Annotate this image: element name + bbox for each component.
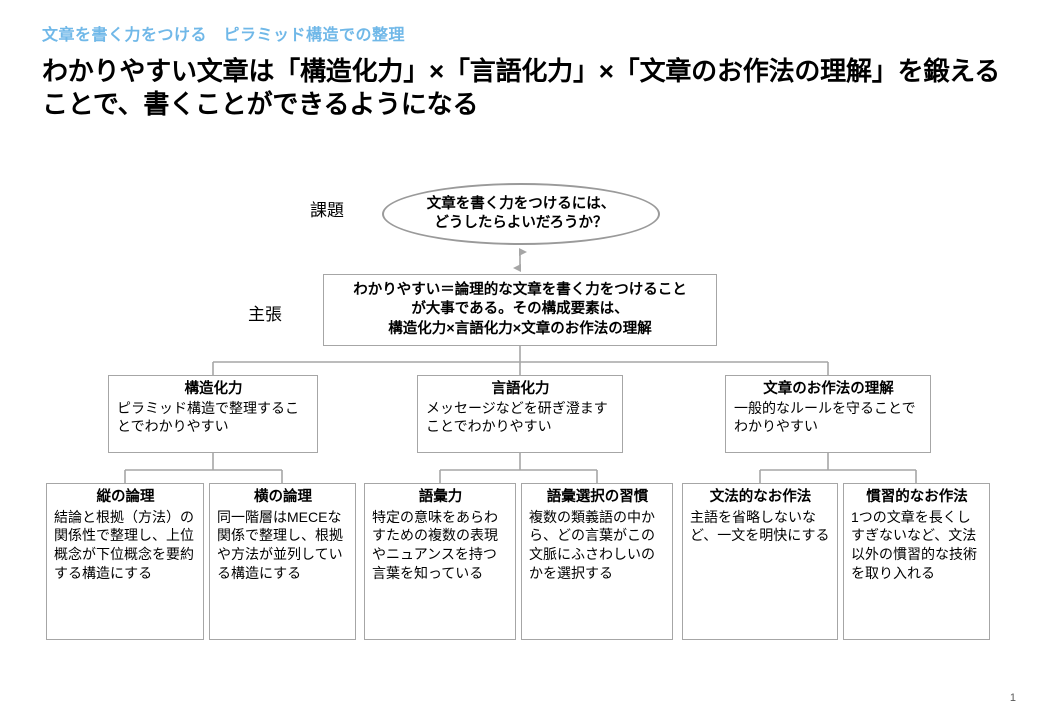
- tier-label-claim: 主張: [248, 305, 282, 324]
- leaf-title: 慣習的なお作法: [866, 489, 968, 505]
- leaf-box-horizontal-logic[interactable]: 横の論理 同一階層はMECEな関係で整理し、根拠や方法が並列している構造にする: [209, 483, 356, 640]
- claim-box[interactable]: わかりやすい＝論理的な文章を書く力をつけること が大事である。その構成要素は、 …: [323, 274, 717, 346]
- leaf-title: 文法的なお作法: [709, 489, 812, 505]
- pillar-title: 文章のお作法の理解: [763, 381, 894, 397]
- leaf-title: 縦の論理: [96, 489, 155, 505]
- slide-header: 文章を書く力をつける ピラミッド構造での整理 わかりやすい文章は「構造化力」×「…: [42, 26, 1002, 122]
- pillar-title: 構造化力: [184, 381, 243, 397]
- leaf-body: 複数の類義語の中から、どの言葉がこの文脈にふさわしいのかを選択する: [529, 508, 655, 581]
- leaf-box-vocabulary[interactable]: 語彙力 特定の意味をあらわすための複数の表現やニュアンスを持つ言葉を知っている: [364, 483, 516, 640]
- claim-box-text: わかりやすい＝論理的な文章を書く力をつけること が大事である。その構成要素は、 …: [353, 282, 687, 337]
- slide-title: わかりやすい文章は「構造化力」×「言語化力」×「文章のお作法の理解」を鍛えること…: [42, 56, 1000, 120]
- leaf-body: 同一階層はMECEな関係で整理し、根拠や方法が並列している構造にする: [217, 508, 343, 581]
- leaf-title: 横の論理: [254, 489, 312, 505]
- leaf-body: 結論と根拠（方法）の関係性で整理し、上位概念が下位概念を要約する構造にする: [54, 508, 194, 581]
- pillar-box-structuring[interactable]: 構造化力 ピラミッド構造で整理することでわかりやすい: [108, 375, 318, 453]
- leaf-box-vertical-logic[interactable]: 縦の論理 結論と根拠（方法）の関係性で整理し、上位概念が下位概念を要約する構造に…: [46, 483, 204, 640]
- pillar-body: 一般的なルールを守ることでわかりやすい: [734, 399, 916, 435]
- pillar-box-writing-manners[interactable]: 文章のお作法の理解 一般的なルールを守ることでわかりやすい: [725, 375, 931, 453]
- tier-label-issue: 課題: [310, 201, 344, 220]
- leaf-title: 語彙選択の習慣: [546, 489, 649, 505]
- pillar-title: 言語化力: [491, 381, 550, 397]
- pillar-body: メッセージなどを研ぎ澄ますことでわかりやすい: [426, 399, 608, 435]
- leaf-body: 特定の意味をあらわすための複数の表現やニュアンスを持つ言葉を知っている: [372, 508, 498, 581]
- slide-eyebrow: 文章を書く力をつける ピラミッド構造での整理: [42, 27, 406, 44]
- issue-oval-text: 文章を書く力をつけるには、 どうしたらよいだろうか？: [426, 196, 616, 231]
- pillar-body: ピラミッド構造で整理することでわかりやすい: [117, 399, 299, 435]
- issue-oval[interactable]: 文章を書く力をつけるには、 どうしたらよいだろうか？: [382, 183, 660, 245]
- leaf-body: 主語を省略しないなど、一文を明快にする: [690, 508, 830, 544]
- page-number: 1: [1009, 692, 1016, 704]
- leaf-body: 1つの文章を長くしすぎないなど、文法以外の慣習的な技術を取り入れる: [851, 508, 977, 581]
- pillar-box-verbalization[interactable]: 言語化力 メッセージなどを研ぎ澄ますことでわかりやすい: [417, 375, 623, 453]
- leaf-box-word-choice-habit[interactable]: 語彙選択の習慣 複数の類義語の中から、どの言葉がこの文脈にふさわしいのかを選択す…: [521, 483, 673, 640]
- leaf-title: 語彙力: [418, 489, 463, 505]
- leaf-box-grammatical-manners[interactable]: 文法的なお作法 主語を省略しないなど、一文を明快にする: [682, 483, 838, 640]
- leaf-box-customary-manners[interactable]: 慣習的なお作法 1つの文章を長くしすぎないなど、文法以外の慣習的な技術を取り入れ…: [843, 483, 990, 640]
